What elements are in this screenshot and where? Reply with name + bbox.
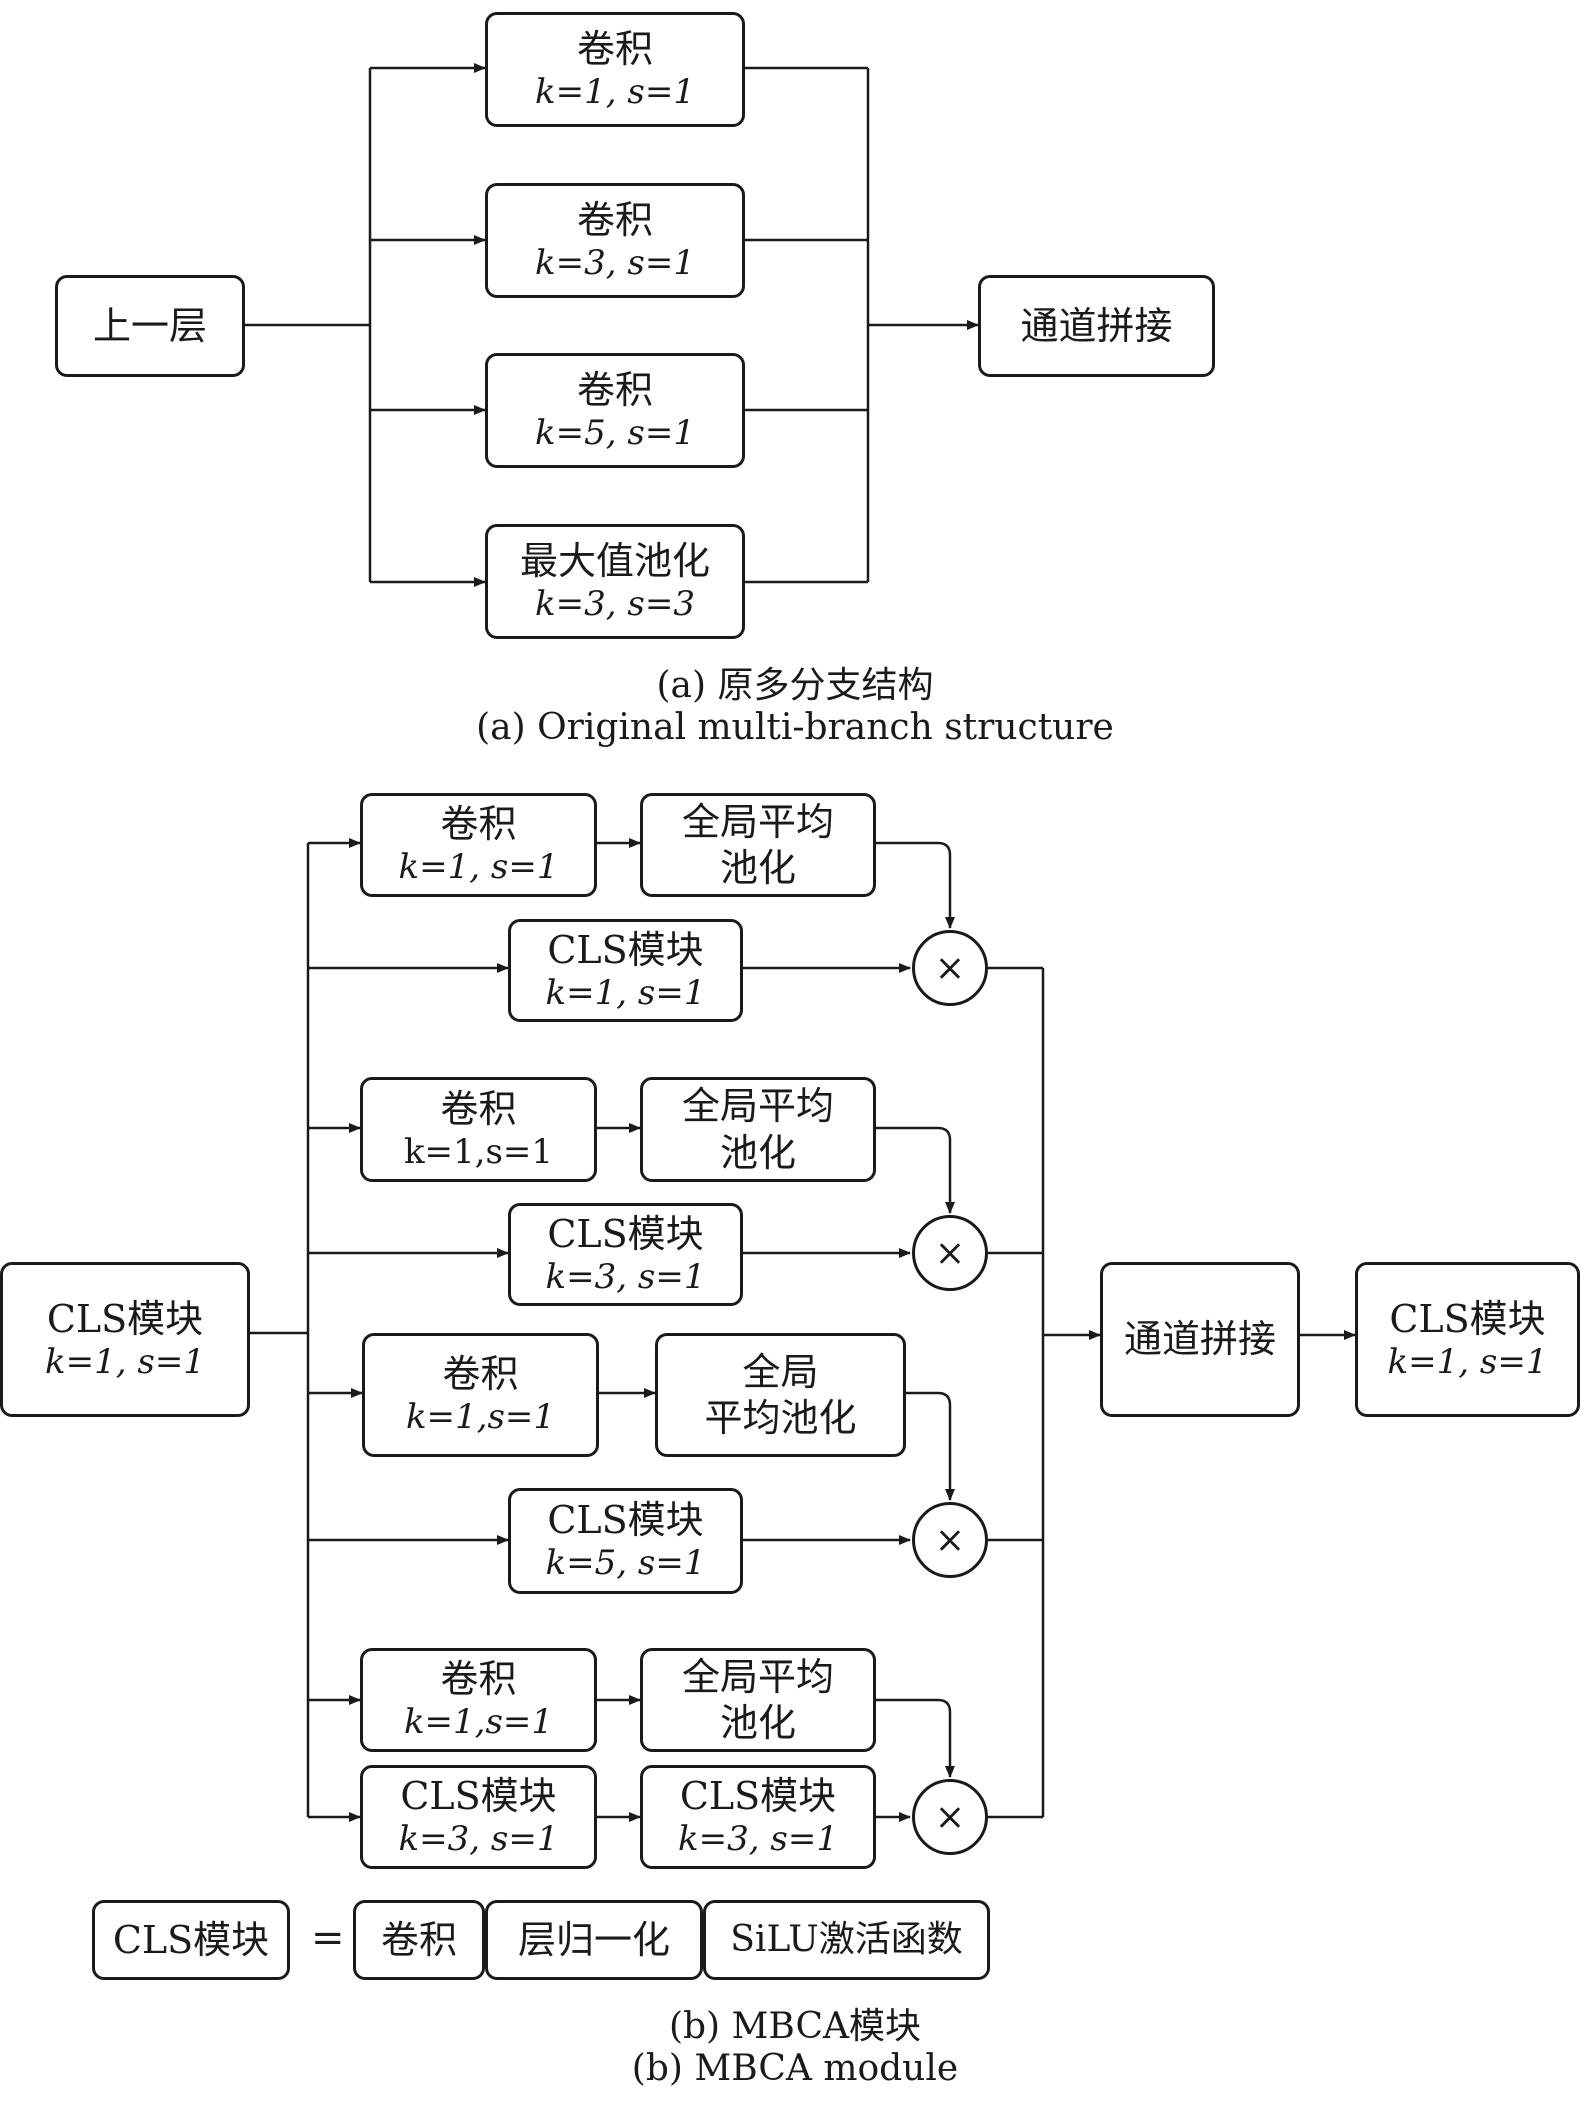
a-branch-title: 卷积 [576,367,653,412]
b-cls-title: CLS模块 [547,1211,704,1256]
b-gap-line2: 池化 [719,1701,796,1745]
a-caption-en: (a) Original multi-branch structure [476,707,1114,748]
b-caption-cn: (b) MBCA模块 [668,2006,922,2047]
b-g2-cls-box: CLS模块 k=3, s=1 [508,1203,743,1306]
b-gap-line1: 全局平均 [681,1654,834,1699]
b-gap-line2: 池化 [719,1130,796,1175]
a-branch-box-2: 卷积 k=3, s=1 [485,183,745,298]
b-conv-params: k=1,s=1 [403,1131,554,1172]
b-arrow-g3-gap-to-mul [906,1391,955,1501]
legend-part-conv: 卷积 [353,1900,485,1980]
b-input-params: k=1, s=1 [45,1341,205,1382]
b-conv-title: 卷积 [442,1352,519,1397]
legend-part-label: SiLU激活函数 [730,1919,963,1961]
b-arrow-g1-gap-to-mul [876,841,955,929]
legend-equals: = [311,1915,345,1961]
b-concat-box: 通道拼接 [1100,1262,1300,1417]
b-g3-gap-box: 全局 平均池化 [655,1333,906,1457]
b-g1-multiply-node: × [912,930,988,1006]
b-output-box: CLS模块 k=1, s=1 [1355,1262,1580,1417]
b-gap-line2: 池化 [719,846,796,890]
b-conv-params: k=1,s=1 [405,1397,556,1438]
b-g1-conv-box: 卷积 k=1, s=1 [360,793,597,897]
legend-part-silu: SiLU激活函数 [703,1900,990,1980]
b-gap-line1: 全局平均 [681,1084,834,1129]
b-g2-gap-box: 全局平均 池化 [640,1077,876,1182]
b-arrow-g4-gap-to-mul [876,1698,955,1778]
a-branch-box-3: 卷积 k=5, s=1 [485,353,745,468]
b-conv-title: 卷积 [440,802,517,847]
a-branch-box-4: 最大值池化 k=3, s=3 [485,524,745,639]
a-input-box: 上一层 [55,275,245,377]
a-branch-title: 卷积 [576,197,653,242]
b-conv-title: 卷积 [440,1086,517,1131]
b-cls-params: k=3, s=1 [398,1819,559,1860]
b-output-params: k=1, s=1 [1387,1341,1548,1382]
legend-part-label: 卷积 [380,1917,457,1962]
b-g4-conv-box: 卷积 k=1,s=1 [360,1648,597,1752]
a-branch-params: k=3, s=1 [535,242,695,283]
b-g3-cls-box: CLS模块 k=5, s=1 [508,1488,743,1594]
b-g1-cls-box: CLS模块 k=1, s=1 [508,919,743,1022]
legend-lhs-box: CLS模块 [92,1900,290,1980]
b-cls-title: CLS模块 [547,1498,704,1543]
b-output-title: CLS模块 [1389,1296,1546,1341]
b-g4-multiply-node: × [912,1779,988,1855]
b-g3-multiply-node: × [912,1502,988,1578]
b-cls-params: k=3, s=1 [678,1819,838,1860]
b-concat-label: 通道拼接 [1123,1317,1276,1362]
a-branch-params: k=5, s=1 [535,412,695,453]
b-g3-conv-box: 卷积 k=1,s=1 [362,1333,599,1457]
b-g4-gap-box: 全局平均 池化 [640,1648,876,1752]
b-cls-params: k=3, s=1 [545,1256,706,1297]
b-cls-params: k=1, s=1 [545,972,706,1013]
b-input-title: CLS模块 [46,1296,204,1341]
b-gap-line2: 平均池化 [704,1396,857,1440]
a-input-label: 上一层 [92,303,207,348]
b-g4-cls-box: CLS模块 k=3, s=1 [360,1765,597,1869]
a-branch-params: k=3, s=3 [535,583,695,624]
b-cls-params: k=5, s=1 [545,1543,706,1584]
b-arrow-g2-gap-to-mul [876,1126,955,1214]
b-gap-line1: 全局平均 [681,799,834,844]
a-branch-title: 卷积 [576,26,653,71]
a-branch-box-1: 卷积 k=1, s=1 [485,12,745,127]
b-g4-cls2-box: CLS模块 k=3, s=1 [640,1765,876,1869]
b-cls-title: CLS模块 [679,1774,837,1819]
a-concat-label: 通道拼接 [1020,303,1173,348]
b-cls-title: CLS模块 [400,1774,557,1819]
legend-lhs-label: CLS模块 [112,1917,270,1962]
b-caption-en: (b) MBCA module [631,2048,959,2089]
b-conv-title: 卷积 [440,1657,517,1702]
a-caption-cn: (a) 原多分支结构 [656,665,934,706]
a-branch-params: k=1, s=1 [535,71,695,112]
b-cls-title: CLS模块 [547,927,704,972]
b-input-box: CLS模块 k=1, s=1 [0,1262,250,1417]
b-conv-params: k=1, s=1 [398,847,559,888]
b-conv-params: k=1,s=1 [403,1702,554,1743]
b-g1-gap-box: 全局平均 池化 [640,793,876,897]
a-branch-title: 最大值池化 [519,538,710,583]
b-gap-line1: 全局 [742,1349,819,1394]
legend-part-layernorm: 层归一化 [485,1900,703,1980]
a-concat-box: 通道拼接 [978,275,1215,377]
legend-part-label: 层归一化 [517,1917,670,1962]
b-g2-multiply-node: × [912,1215,988,1291]
b-g2-conv-box: 卷积 k=1,s=1 [360,1077,597,1182]
